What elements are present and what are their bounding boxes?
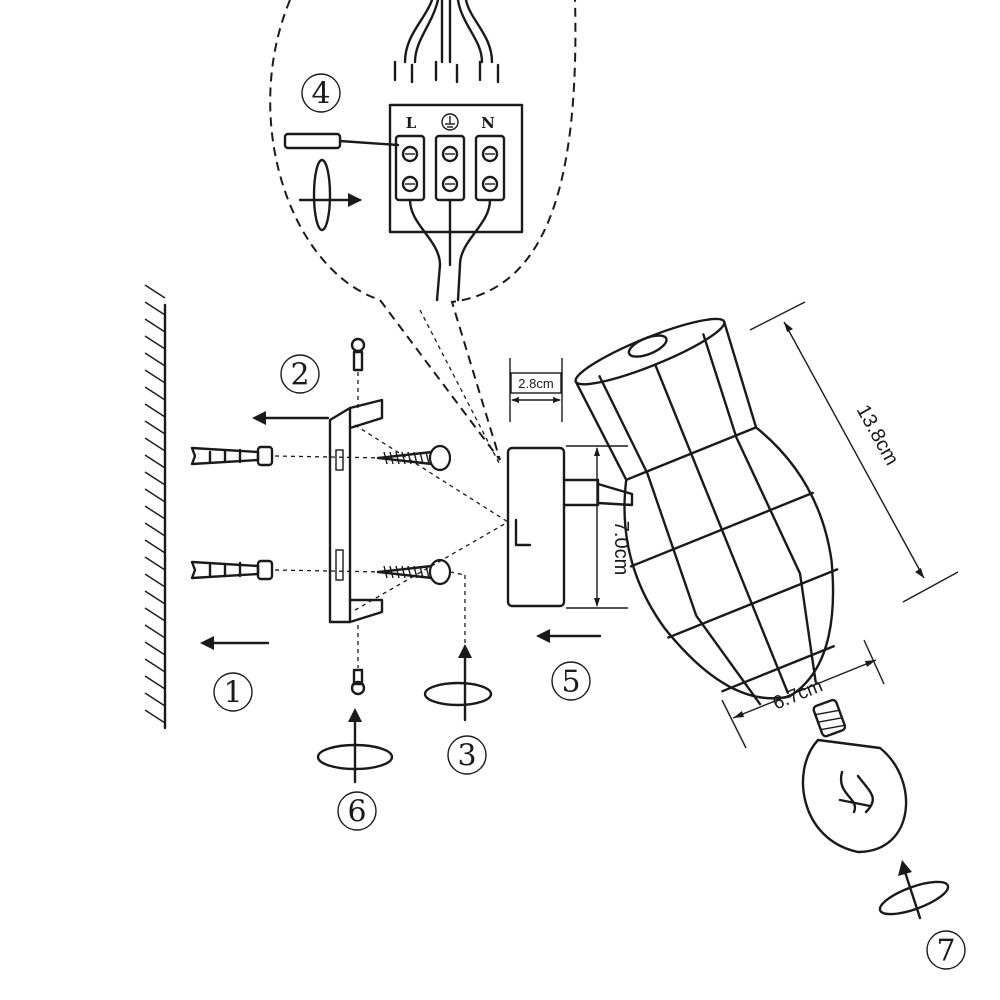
arrow-step-2: [252, 411, 330, 425]
bracket-top-screw: [350, 337, 366, 412]
svg-text:7: 7: [936, 934, 955, 969]
step-label-5: 5: [551, 661, 591, 701]
step-label-7: 7: [926, 930, 966, 970]
wood-screw-upper: [376, 444, 452, 472]
light-bulb: [801, 698, 908, 854]
svg-text:5: 5: [561, 665, 580, 700]
step-label-6: 6: [337, 791, 377, 831]
step-label-2: 2: [280, 354, 320, 394]
svg-text:4: 4: [311, 77, 330, 112]
svg-text:6: 6: [347, 795, 366, 830]
rotate-icon-step-7: [878, 860, 950, 920]
rotate-icon-step-6: [316, 708, 394, 784]
rotate-icon-step-3: [423, 644, 493, 722]
step-label-3: 3: [447, 735, 487, 775]
wall-plug-upper: [190, 445, 274, 467]
wood-screw-lower: [376, 558, 452, 586]
earth-icon: [441, 113, 459, 131]
svg-text:3: 3: [457, 739, 476, 774]
step-label-4: 4: [301, 73, 341, 113]
wiring-detail-callout: L N: [269, 0, 577, 461]
live-terminal-label: L: [406, 114, 417, 132]
dimension-base-height: 7.0cm: [566, 445, 632, 609]
svg-text:2: 2: [290, 358, 309, 393]
wall: [144, 284, 167, 730]
arrow-step-5: [536, 629, 602, 643]
dimension-base-depth: 2.8cm: [509, 358, 563, 422]
tighten-rotation-icon: [298, 158, 362, 232]
fitting-base: [506, 446, 634, 608]
supply-wires: [393, 0, 500, 84]
wall-plug-lower: [190, 559, 274, 581]
neutral-terminal-label: N: [481, 114, 495, 132]
screwdriver-icon: [283, 132, 400, 150]
arrow-step-1: [200, 636, 270, 650]
step-label-1: 1: [213, 672, 253, 712]
svg-text:1: 1: [223, 676, 242, 711]
cage-width-label: 6.7cm: [770, 675, 826, 714]
bracket-bottom-screw: [350, 625, 366, 696]
base-height-label: 7.0cm: [610, 521, 632, 575]
mounting-bracket: [328, 398, 384, 624]
terminal-block: L N: [388, 103, 524, 302]
cage-shade: [574, 317, 839, 706]
base-depth-label: 2.8cm: [518, 376, 553, 391]
